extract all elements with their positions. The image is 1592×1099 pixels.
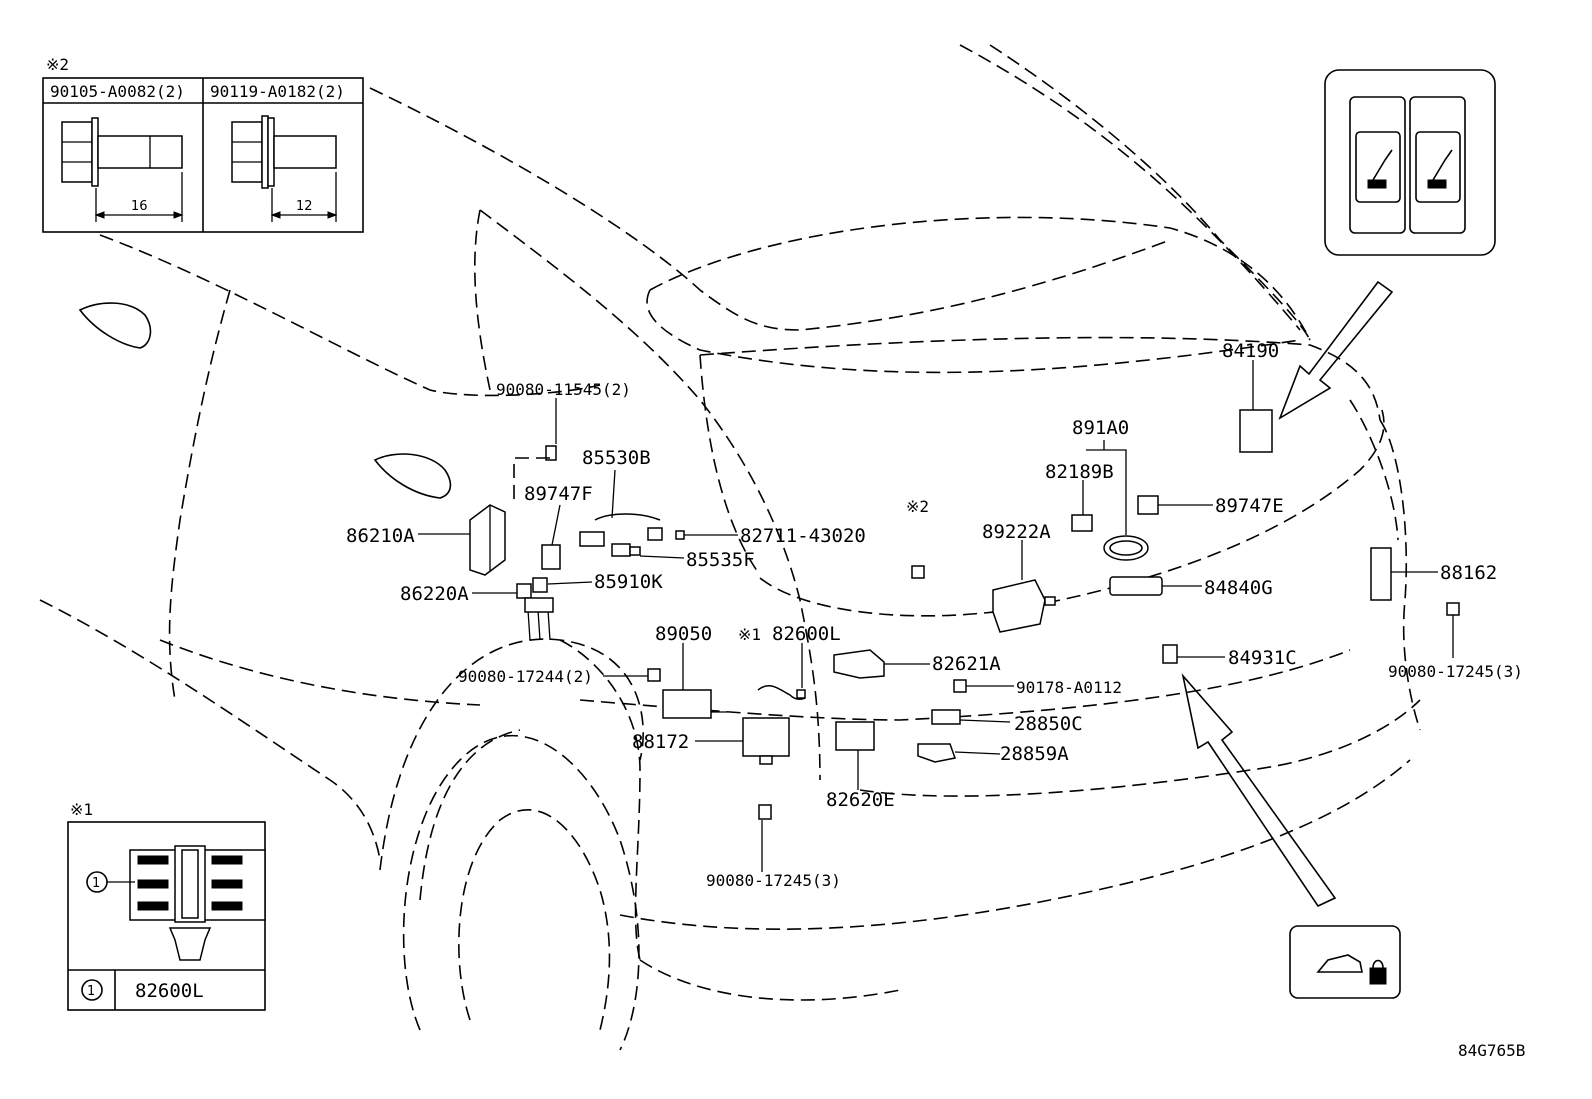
label-84931C: 84931C [1228,647,1297,669]
bolt-dim-1: 16 [131,199,148,214]
clip-part-number: 82600L [135,980,204,1002]
label-88172: 88172 [632,731,689,753]
clip-detail-box: ※1 1 1 82600L [67,800,266,1011]
label-89747E: 89747E [1215,495,1284,517]
label-88162: 88162 [1440,562,1497,584]
label-90080-17245-lower: 90080-17245(3) [706,871,841,890]
label-84190: 84190 [1222,340,1279,362]
label-85535F: 85535F [686,549,755,571]
leader-lines [418,360,1454,872]
label-84840G: 84840G [1204,577,1273,599]
clip-callout-top: 1 [92,876,100,891]
label-90080-11545: 90080-11545(2) [496,380,631,399]
label-90080-17245-right: 90080-17245(3) [1388,662,1523,681]
bolt-box-mark: ※2 [46,55,69,74]
label-90080-17244: 90080-17244(2) [458,667,593,686]
clip-callout-bottom: 1 [87,984,95,999]
seat-switch-icon [1324,69,1496,256]
label-89222A: 89222A [982,521,1051,543]
label-89747F: 89747F [524,483,593,505]
bolt-detail-box: ※2 90105-A0082(2) 90119-A0182(2) 16 [42,55,364,233]
note-mark-1: ※1 [738,625,761,644]
flange-bolt-icon [61,117,184,222]
label-86210A: 86210A [346,525,415,547]
arrow-to-switch [1278,280,1394,420]
clip-icon [137,845,243,961]
clip-box-mark: ※1 [70,800,93,819]
label-86220A: 86220A [400,583,469,605]
diagram-code: 84G765B [1458,1041,1525,1060]
label-90178-A0112: 90178-A0112 [1016,678,1122,697]
bolt-part-2: 90119-A0182(2) [210,82,345,101]
washer-bolt-icon [231,115,338,222]
label-28859A: 28859A [1000,743,1069,765]
part-labels: 90080-11545(2) 85530B 89747F 86210A 8271… [346,340,1523,890]
label-28850C: 28850C [1014,713,1083,735]
note-mark-2: ※2 [906,497,929,516]
label-82621A: 82621A [932,653,1001,675]
label-82600L: 82600L [772,623,841,645]
label-89050: 89050 [655,623,712,645]
label-82620E: 82620E [826,789,895,811]
label-85910K: 85910K [594,571,663,593]
bolt-part-1: 90105-A0082(2) [50,82,185,101]
label-85530B: 85530B [582,447,651,469]
component-glyphs [469,409,1460,820]
label-891A0: 891A0 [1072,417,1129,439]
label-82711-43020: 82711-43020 [740,525,866,547]
tailgate-lock-icon [1289,925,1401,999]
label-82189B: 82189B [1045,461,1114,483]
module-86210A [469,504,506,576]
bolt-dim-2: 12 [296,199,313,214]
arrow-to-lock [1181,673,1337,908]
